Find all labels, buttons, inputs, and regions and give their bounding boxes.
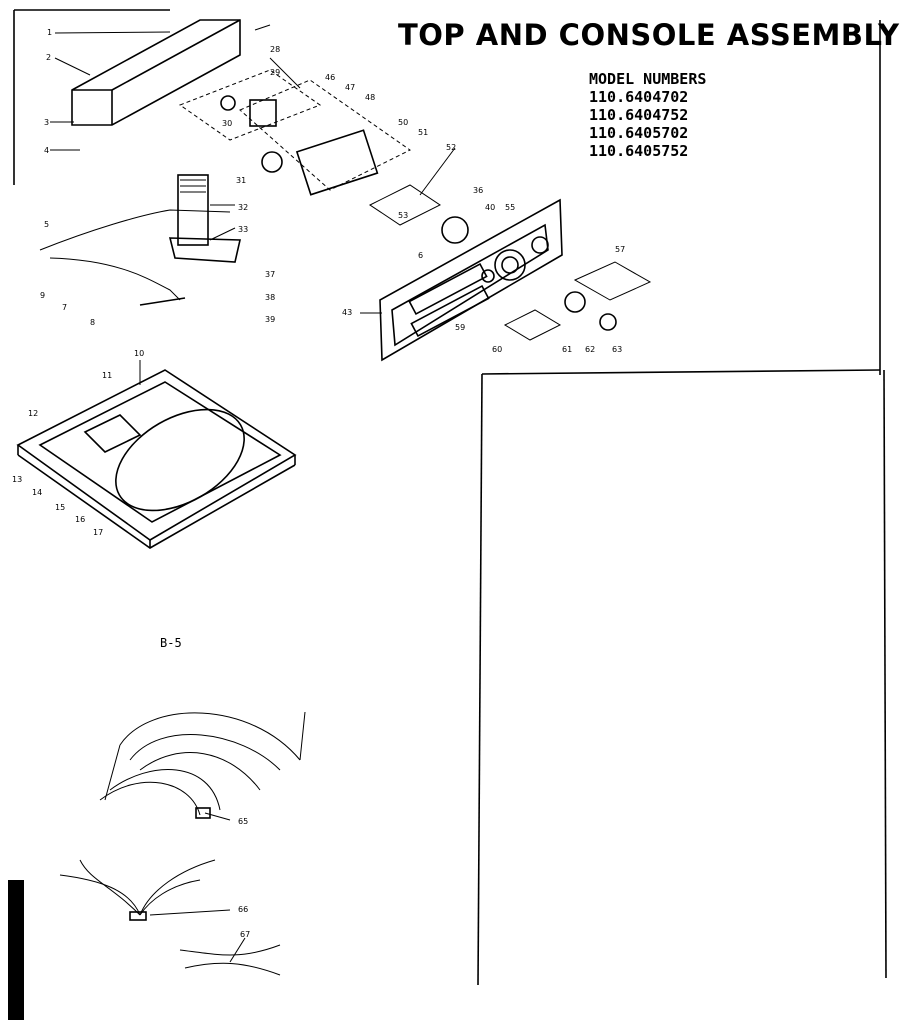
callout-label: 53: [398, 211, 408, 220]
model-number: 110.6404752: [589, 106, 689, 124]
callout-label: 14: [32, 488, 42, 497]
callout-label: 62: [585, 345, 595, 354]
callout-label: 17: [93, 528, 103, 537]
callout-label: 52: [446, 143, 456, 152]
console-backsplash: [71, 19, 241, 126]
model-number: 110.6404702: [589, 88, 689, 106]
callout-label: 5: [44, 220, 49, 229]
callout-label: 12: [28, 409, 38, 418]
callout-label: 65: [238, 817, 248, 826]
callout-numbers: 1 2 3 4 5 6 7 8 9 10 11 12 13 14 15 16 1…: [12, 28, 625, 939]
callout-label: 46: [325, 73, 335, 82]
callout-label: 8: [90, 318, 95, 327]
callout-label: 60: [492, 345, 502, 354]
model-header: MODEL NUMBERS: [589, 70, 707, 88]
callout-label: 31: [236, 176, 246, 185]
callout-label: 36: [473, 186, 483, 195]
callout-label: 32: [238, 203, 248, 212]
callout-label: 10: [134, 349, 144, 358]
frame-lines: [8, 9, 887, 1020]
callout-label: 63: [612, 345, 622, 354]
page-code: B-5: [160, 636, 182, 650]
callout-label: 9: [40, 291, 45, 300]
leader-lines: [50, 24, 456, 963]
callout-label: 66: [238, 905, 248, 914]
callout-label: 28: [270, 45, 280, 54]
callout-label: 50: [398, 118, 408, 127]
callout-label: 4: [44, 146, 49, 155]
callout-label: 48: [365, 93, 375, 102]
callout-label: 6: [418, 251, 423, 260]
callout-label: 13: [12, 475, 22, 484]
callout-label: 59: [455, 323, 465, 332]
callout-label: 51: [418, 128, 428, 137]
callout-label: 1: [47, 28, 52, 37]
callout-label: 11: [102, 371, 112, 380]
callout-label: 37: [265, 270, 275, 279]
model-number: 110.6405702: [589, 124, 689, 142]
callout-label: 29: [270, 68, 280, 77]
callout-label: 38: [265, 293, 275, 302]
callout-label: 57: [615, 245, 625, 254]
callout-label: 3: [44, 118, 49, 127]
callout-label: 7: [62, 303, 67, 312]
wire-harness-65: [99, 711, 306, 819]
wire-harness-66: [59, 859, 216, 921]
callout-label: 61: [562, 345, 572, 354]
control-panel: [369, 184, 652, 362]
callout-label: 39: [265, 315, 275, 324]
callout-label: 16: [75, 515, 85, 524]
callout-label: 15: [55, 503, 65, 512]
callout-label: 30: [222, 119, 232, 128]
callout-label: 2: [46, 53, 51, 62]
console-bracket: [39, 174, 241, 306]
callout-label: 40: [485, 203, 495, 212]
callout-label: 33: [238, 225, 248, 234]
callout-label: 55: [505, 203, 515, 212]
diagram-title: TOP AND CONSOLE ASSEMBLY: [398, 18, 900, 52]
scan-edge: [8, 880, 24, 1020]
switch-assembly: [178, 69, 411, 196]
callout-label: 47: [345, 83, 355, 92]
wire-harness-67: [179, 944, 281, 976]
callout-label: 67: [240, 930, 250, 939]
washer-top: [16, 369, 297, 549]
model-number: 110.6405752: [589, 142, 689, 160]
callout-label: 43: [342, 308, 352, 317]
model-number-list: MODEL NUMBERS 110.6404702 110.6404752 11…: [589, 70, 706, 160]
